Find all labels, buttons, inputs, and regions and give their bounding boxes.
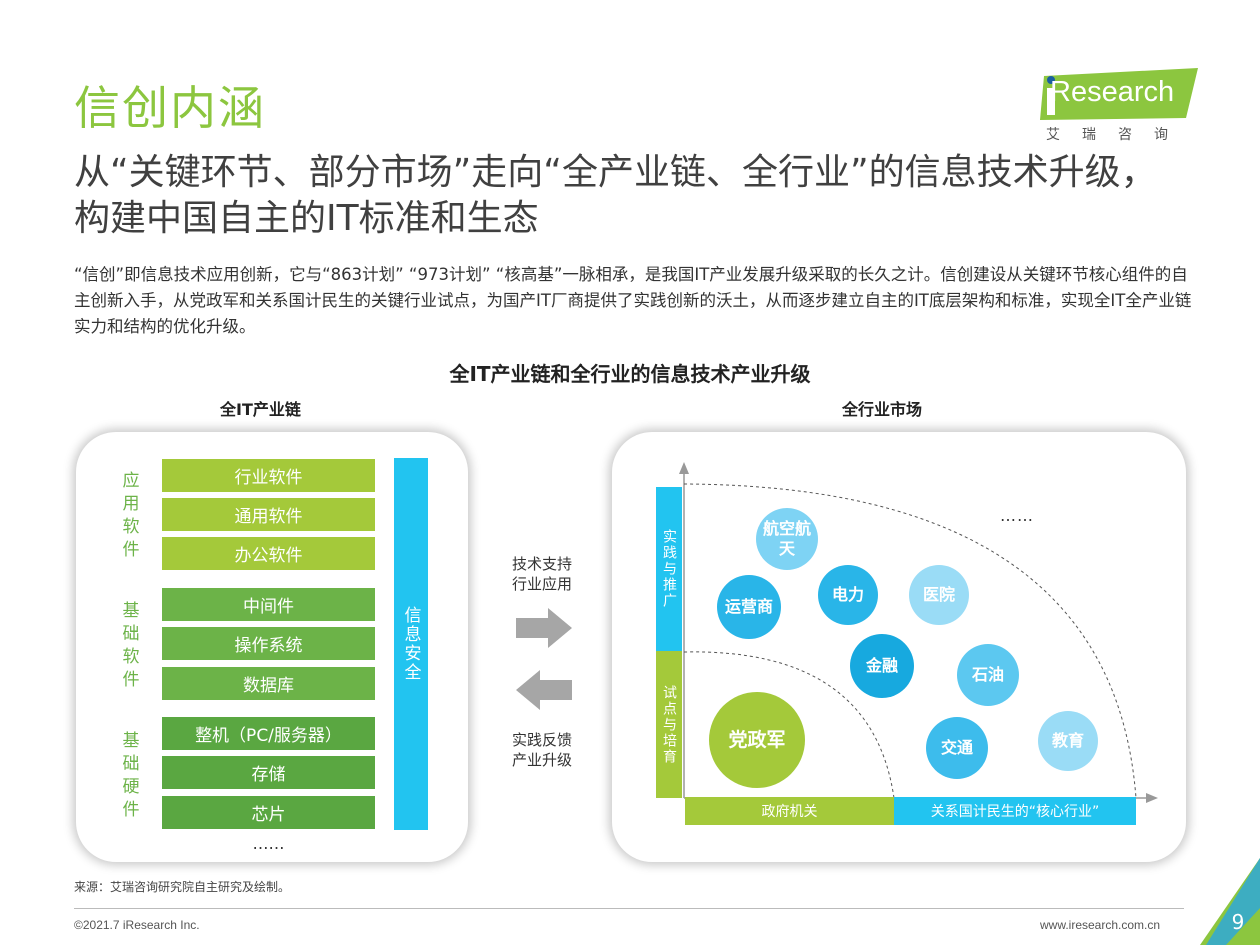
copyright: ©2021.7 iResearch Inc. bbox=[74, 918, 200, 932]
x-axis-government-bar: 政府机关 bbox=[685, 797, 894, 825]
bubble-power: 电力 bbox=[818, 565, 878, 625]
iresearch-logo-icon bbox=[1040, 68, 1198, 120]
info-security-label: 信息安全 bbox=[400, 606, 421, 682]
left-arrow-icon bbox=[516, 670, 572, 710]
bar-chip: 芯片 bbox=[162, 796, 375, 829]
corner-decoration-icon bbox=[1200, 858, 1260, 945]
right-arrow-icon bbox=[516, 608, 572, 648]
right-panel-title: 全行业市场 bbox=[842, 400, 923, 419]
bubble-education: 教育 bbox=[1038, 711, 1098, 771]
bar-operating-system: 操作系统 bbox=[162, 627, 375, 660]
category-base-software: 基础软件 bbox=[122, 601, 140, 690]
info-security-bar: 信息安全 bbox=[394, 458, 428, 830]
bubble-transport: 交通 bbox=[926, 717, 988, 779]
y-axis-practice-bar: 实践与推广 bbox=[656, 487, 682, 651]
page-title: 信创内涵 bbox=[74, 81, 266, 135]
footer-divider bbox=[74, 908, 1184, 909]
diagram-title: 全IT产业链和全行业的信息技术产业升级 bbox=[449, 362, 811, 386]
bar-industry-software: 行业软件 bbox=[162, 459, 375, 492]
bar-office-software: 办公软件 bbox=[162, 537, 375, 570]
bubble-oil: 石油 bbox=[957, 644, 1019, 706]
bubble-finance: 金融 bbox=[850, 634, 914, 698]
bubble-party-government: 党政军 bbox=[709, 692, 805, 788]
arrow-label-support: 技术支持 行业应用 bbox=[511, 555, 572, 593]
page-subtitle: 从“关键环节、部分市场”走向“全产业链、全行业”的信息技术升级，构建中国自主的I… bbox=[74, 152, 1157, 239]
category-base-hardware: 基础硬件 bbox=[122, 731, 140, 820]
intro-paragraph: “信创”即信息技术应用创新，它与“863计划” “973计划” “核高基”一脉相… bbox=[74, 265, 1192, 336]
source-note: 来源：艾瑞咨询研究院自主研究及绘制。 bbox=[74, 880, 291, 894]
page-number: 9 bbox=[1231, 910, 1245, 934]
y-axis-pilot-bar: 试点与培育 bbox=[656, 651, 682, 798]
bar-general-software: 通用软件 bbox=[162, 498, 375, 531]
x-axis-core-industry-bar: 关系国计民生的“核心行业” bbox=[894, 797, 1136, 825]
bar-server: 整机（PC/服务器） bbox=[162, 717, 375, 750]
website-link[interactable]: www.iresearch.com.cn bbox=[1040, 918, 1161, 932]
left-panel-title: 全IT产业链 bbox=[220, 400, 301, 419]
category-app-software: 应用软件 bbox=[122, 471, 140, 560]
bubble-hospital: 医院 bbox=[909, 565, 969, 625]
arrow-label-feedback: 实践反馈 产业升级 bbox=[511, 731, 572, 769]
bubble-aerospace: 航空航天 bbox=[756, 508, 818, 570]
right-more-ellipsis: …… bbox=[1000, 506, 1034, 525]
logo-chinese: 艾瑞咨询 bbox=[1046, 127, 1190, 143]
bar-middleware: 中间件 bbox=[162, 588, 375, 621]
bar-storage: 存储 bbox=[162, 756, 375, 789]
logo-wordmark: Research bbox=[1050, 76, 1175, 108]
bar-database: 数据库 bbox=[162, 667, 375, 700]
bubble-carrier: 运营商 bbox=[717, 575, 781, 639]
left-more-ellipsis: …… bbox=[252, 834, 285, 853]
